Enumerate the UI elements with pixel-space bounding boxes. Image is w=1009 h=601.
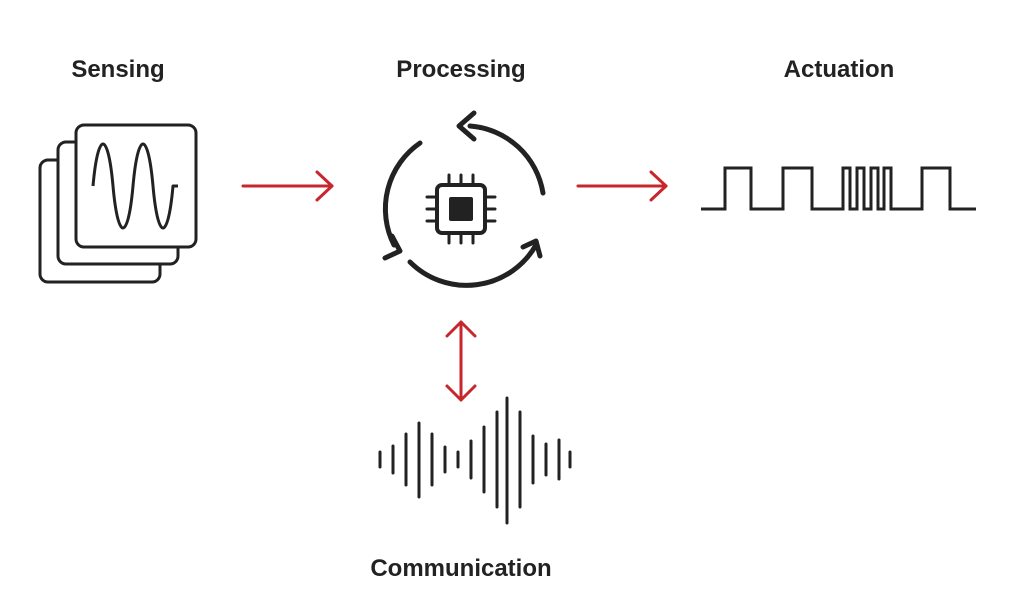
arrow-processing-communication (445, 320, 477, 402)
processing-icon (382, 110, 546, 288)
pwm-wave (701, 166, 976, 211)
chip-icon (425, 173, 497, 245)
arrow-processing-to-actuation (576, 170, 668, 202)
actuation-icon (701, 166, 976, 211)
arrow-sensing-to-processing (241, 170, 334, 202)
actuation-label: Actuation (783, 56, 895, 83)
communication-icon (378, 396, 572, 525)
communication-label: Communication (370, 555, 552, 582)
processing-label: Processing (396, 56, 526, 83)
sensing-label: Sensing (71, 56, 165, 83)
cycle-arrows-icon (382, 110, 546, 288)
sensing-icon (38, 123, 198, 284)
